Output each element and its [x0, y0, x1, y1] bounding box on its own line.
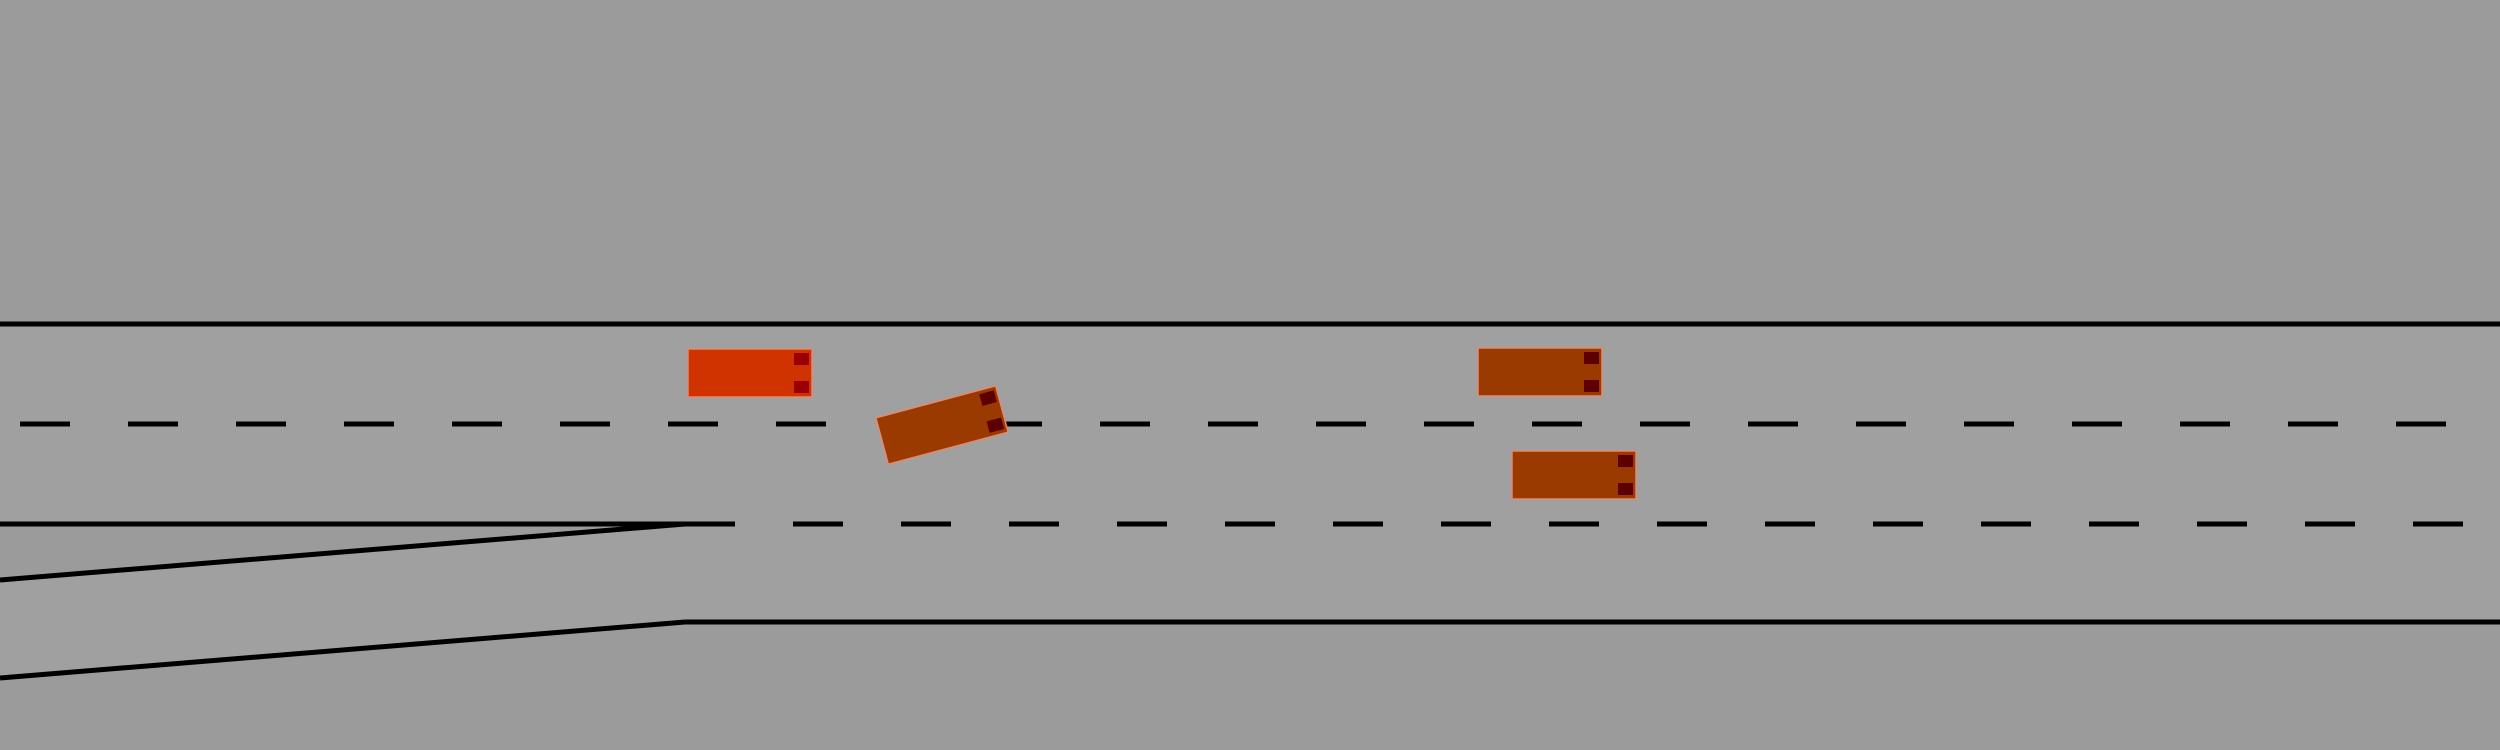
lead-vehicle-lane-1 — [1477, 347, 1603, 397]
on-ramp-lower-edge — [0, 619, 686, 681]
road-surface — [0, 324, 2500, 678]
ego-vehicle — [687, 348, 813, 398]
lane-changing-vehicle — [874, 384, 1010, 466]
lane-markings — [0, 321, 2500, 681]
vehicle-lane-2 — [1511, 450, 1637, 500]
vehicles — [687, 347, 1637, 500]
on-ramp-upper-edge — [0, 521, 686, 583]
